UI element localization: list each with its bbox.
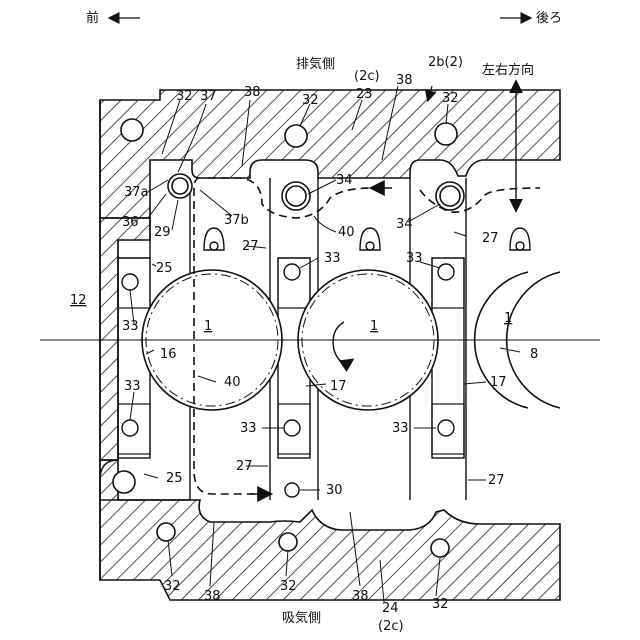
label-33: 33 bbox=[122, 319, 139, 334]
label-23: 23 bbox=[356, 87, 373, 102]
label-37b: 37b bbox=[224, 213, 249, 228]
label-front: 前 bbox=[86, 10, 99, 26]
label-34: 34 bbox=[396, 217, 413, 232]
label-40: 40 bbox=[338, 225, 355, 240]
label-2c: (2c) bbox=[354, 69, 380, 84]
label-exhaust-side: 排気側 bbox=[296, 56, 335, 72]
pipe-36 bbox=[168, 174, 192, 198]
label-25: 25 bbox=[166, 471, 183, 486]
label-8: 8 bbox=[530, 347, 538, 362]
label-40: 40 bbox=[224, 375, 241, 390]
label-17: 17 bbox=[330, 379, 347, 394]
label-32: 32 bbox=[442, 91, 459, 106]
label-33: 33 bbox=[406, 251, 423, 266]
label-2c-bottom: (2c) bbox=[378, 619, 404, 634]
label-36: 36 bbox=[122, 215, 139, 230]
label-32: 32 bbox=[176, 89, 193, 104]
label-33: 33 bbox=[392, 421, 409, 436]
label-32: 32 bbox=[302, 93, 319, 108]
label-30: 30 bbox=[326, 483, 343, 498]
label-38: 38 bbox=[244, 85, 261, 100]
label-24: 24 bbox=[382, 601, 399, 616]
label-bore-2: 1 bbox=[370, 319, 378, 334]
label-25: 25 bbox=[156, 261, 173, 276]
label-34: 34 bbox=[336, 173, 353, 188]
label-38: 38 bbox=[204, 589, 221, 604]
label-32: 32 bbox=[280, 579, 297, 594]
label-33: 33 bbox=[240, 421, 257, 436]
label-12: 12 bbox=[70, 293, 87, 308]
label-27: 27 bbox=[482, 231, 499, 246]
label-32: 32 bbox=[164, 579, 181, 594]
label-27: 27 bbox=[236, 459, 253, 474]
label-29: 29 bbox=[154, 225, 171, 240]
label-left-right: 左右方向 bbox=[482, 62, 534, 78]
label-17: 17 bbox=[490, 375, 507, 390]
label-38: 38 bbox=[352, 589, 369, 604]
label-16: 16 bbox=[160, 347, 177, 362]
label-33: 33 bbox=[124, 379, 141, 394]
label-bore-1: 1 bbox=[204, 319, 212, 334]
label-rear: 後ろ bbox=[536, 11, 562, 26]
label-37: 37 bbox=[200, 89, 217, 104]
label-37a: 37a bbox=[124, 185, 149, 200]
label-38: 38 bbox=[396, 73, 413, 88]
label-32: 32 bbox=[432, 597, 449, 612]
label-33: 33 bbox=[324, 251, 341, 266]
label-27: 27 bbox=[488, 473, 505, 488]
label-intake-side: 吸気側 bbox=[282, 610, 321, 626]
label-2b: 2b(2) bbox=[428, 55, 463, 70]
label-27: 27 bbox=[242, 239, 259, 254]
label-bore-3: 1 bbox=[504, 311, 512, 326]
